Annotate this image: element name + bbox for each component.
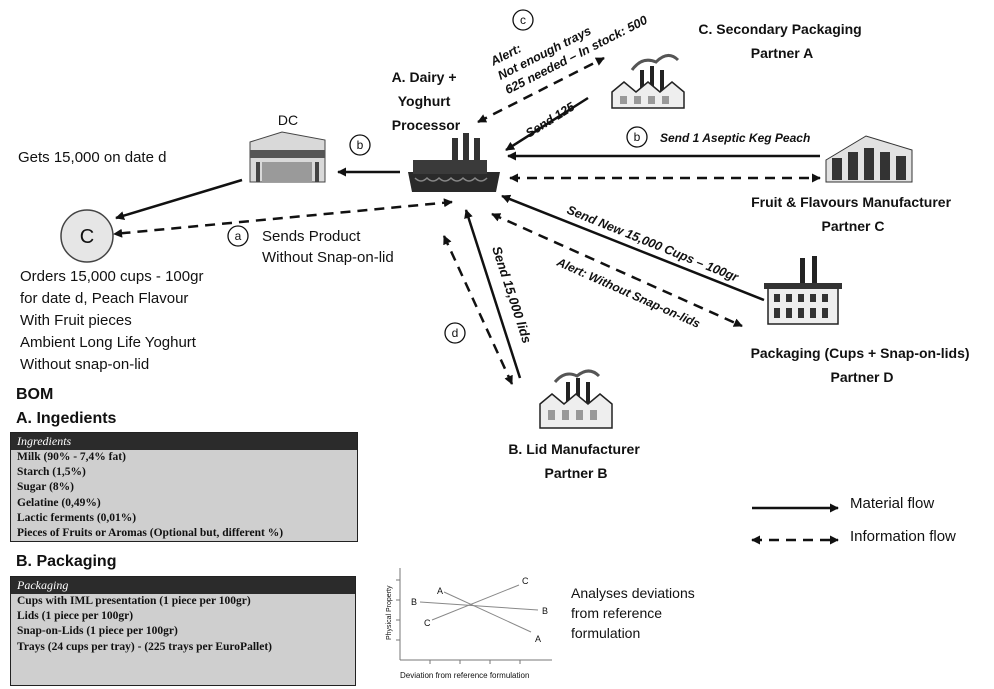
lid-manufacturer-factory-icon (539, 369, 613, 429)
mini-chart-ylabel: Physical Property (386, 585, 393, 640)
legend-material-label: Material flow (850, 495, 934, 512)
arrow-dc-to-customer (115, 178, 243, 220)
step-b-keg-badge: b (626, 126, 648, 148)
dairy-factory-icon (408, 133, 500, 192)
table-row: Starch (1,5%) (17, 466, 86, 479)
mini-chart-line-c (431, 584, 520, 621)
dc-label: DC (278, 112, 298, 128)
arrow-send-125 (505, 96, 589, 152)
fruit-flavours-label: Fruit & Flavours Manufacturer Partner C (751, 194, 955, 234)
mini-chart-xlabel: Deviation from reference formulation (400, 671, 529, 680)
packaging-title: B. Packaging (16, 553, 117, 570)
table-row: Sugar (8%) (17, 481, 74, 494)
customer-label: C (80, 226, 94, 248)
flow-arrows (113, 56, 839, 545)
customer-node: C (60, 209, 114, 263)
mini-chart-point-label: C (522, 576, 529, 586)
analyses-text: Analyses deviations from reference formu… (571, 585, 699, 641)
dairy-processor-label: A. Dairy + Yoghurt Processor (392, 69, 461, 133)
mini-chart-line-b (419, 601, 539, 611)
svg-text:c: c (520, 13, 526, 27)
table-row: Milk (90% - 7,4% fat) (17, 451, 126, 463)
svg-text:d: d (452, 326, 459, 340)
svg-text:a: a (235, 229, 242, 243)
secondary-packaging-factory-icon (611, 54, 685, 109)
table-row: Gelatine (0,49%) (17, 496, 101, 509)
table-row: Snap-on-Lids (1 piece per 100gr) (17, 625, 178, 638)
mini-deviation-chart: A B C A B C Physical Property Deviation … (386, 568, 552, 680)
lid-manufacturer-label: B. Lid Manufacturer Partner B (508, 441, 643, 481)
table-row: Lactic ferments (0,01%) (17, 511, 137, 524)
step-a-badge: a (227, 225, 249, 247)
packaging-partner-label: Packaging (Cups + Snap-on-lids) Partner … (751, 345, 974, 385)
send-keg-text: Send 1 Aseptic Keg Peach (660, 131, 810, 145)
bom-title: BOM (16, 386, 54, 403)
packaging-partner-building-icon (764, 256, 842, 325)
svg-text:b: b (634, 130, 641, 144)
arrow-alert-c (477, 56, 605, 124)
dc-gets-text: Gets 15,000 on date d (18, 149, 166, 166)
arrow-dairy-customer-info (113, 198, 453, 238)
mini-chart-point-label: C (424, 618, 431, 628)
table-row: Pieces of Fruits or Aromas (Optional but… (17, 527, 284, 540)
step-d-badge: d (444, 322, 466, 344)
arrow-alert-snap (491, 212, 743, 328)
packaging-table: Packaging Cups with IML presentation (1 … (10, 576, 356, 686)
table-row: Trays (24 cups per tray) - (225 trays pe… (17, 640, 272, 653)
mini-chart-point-label: A (535, 634, 541, 644)
send-125-text: Send 125 (523, 99, 578, 141)
mini-chart-point-label: B (411, 597, 417, 607)
svg-text:b: b (357, 138, 364, 152)
step-b-dc-badge: b (349, 134, 371, 156)
ingredients-table-header: Ingredients (11, 433, 357, 450)
packaging-table-header: Packaging (11, 577, 355, 594)
step-c-badge: c (512, 9, 534, 31)
secondary-packaging-label: C. Secondary Packaging Partner A (698, 21, 865, 61)
ingredients-table: Ingredients Milk (90% - 7,4% fat) Starch… (10, 432, 358, 543)
ingredients-title: A. Ingedients (16, 410, 117, 427)
table-row: Cups with IML presentation (1 piece per … (17, 595, 251, 607)
sends-product-text: Sends Product Without Snap-on-lid (262, 228, 394, 266)
table-row: Lids (1 piece per 100gr) (17, 610, 134, 623)
dc-building-icon (249, 131, 326, 183)
mini-chart-point-label: A (437, 586, 443, 596)
arrow-send-cups (501, 194, 765, 302)
send-lids-text: Send 15,000 lids (489, 244, 535, 345)
mini-chart-line-a (443, 591, 532, 633)
fruit-flavours-building-icon (825, 135, 913, 183)
legend-information-label: Information flow (850, 528, 956, 545)
customer-order-text: Orders 15,000 cups - 100gr for date d, P… (20, 268, 208, 373)
mini-chart-point-label: B (542, 606, 548, 616)
